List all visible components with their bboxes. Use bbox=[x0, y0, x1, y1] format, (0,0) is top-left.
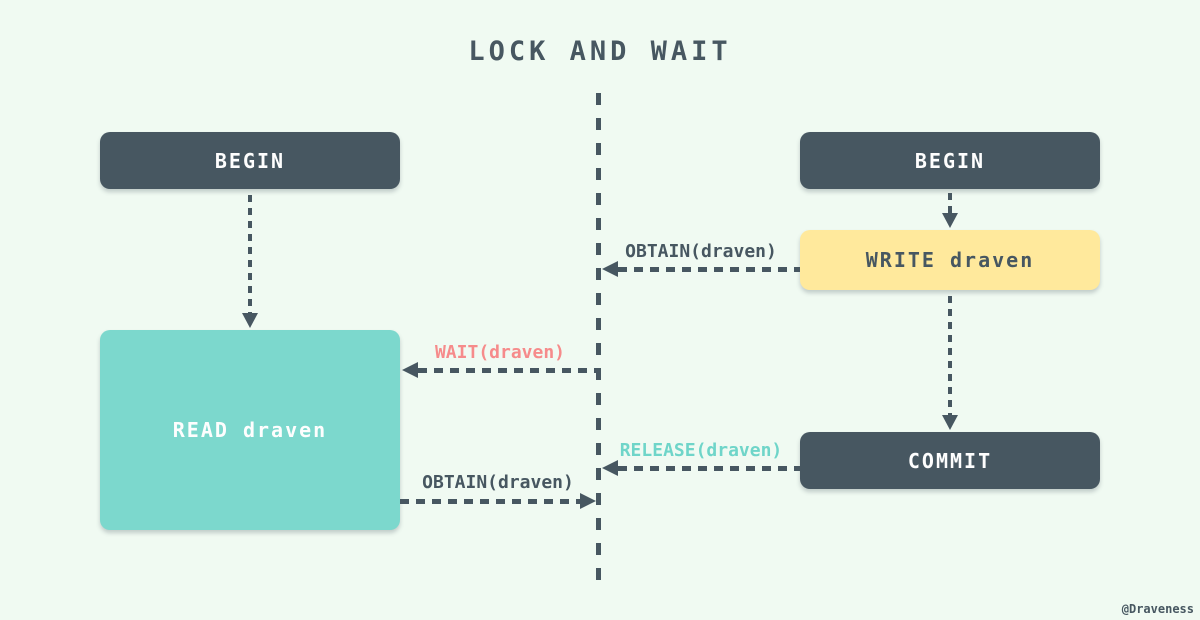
arrow-shaft bbox=[618, 266, 800, 272]
arrow-shaft bbox=[400, 498, 580, 504]
write-draven-label: WRITE draven bbox=[865, 248, 1035, 272]
arrowhead-right-icon bbox=[580, 493, 596, 509]
commit-label: COMMIT bbox=[907, 448, 993, 473]
begin-left-label: BEGIN bbox=[214, 148, 286, 173]
arrowhead-down-icon bbox=[242, 313, 258, 328]
arrow-begin-to-read bbox=[242, 195, 258, 328]
author-watermark: @Draveness bbox=[1121, 602, 1194, 616]
arrow-begin-to-write bbox=[942, 193, 958, 228]
begin-box-left: BEGIN bbox=[100, 132, 400, 189]
obtain-read-message-label: OBTAIN(draven) bbox=[422, 472, 574, 493]
arrow-shaft bbox=[248, 195, 252, 313]
begin-right-label: BEGIN bbox=[914, 148, 986, 173]
arrowhead-left-icon bbox=[602, 460, 618, 476]
arrow-wait-to-read bbox=[402, 362, 598, 378]
arrow-shaft bbox=[618, 465, 800, 471]
arrow-obtain-from-write bbox=[602, 261, 800, 277]
arrow-shaft bbox=[948, 296, 952, 415]
arrowhead-down-icon bbox=[942, 415, 958, 430]
commit-box: COMMIT bbox=[800, 432, 1100, 489]
read-draven-label: READ draven bbox=[172, 418, 328, 442]
begin-box-right: BEGIN bbox=[800, 132, 1100, 189]
arrow-release-from-commit bbox=[602, 460, 800, 476]
arrowhead-down-icon bbox=[942, 213, 958, 228]
obtain-write-message-label: OBTAIN(draven) bbox=[625, 241, 777, 262]
arrow-obtain-from-read bbox=[400, 493, 596, 509]
read-draven-box: READ draven bbox=[100, 330, 400, 530]
wait-message-label: WAIT(draven) bbox=[434, 342, 566, 363]
release-message-label: RELEASE(draven) bbox=[619, 440, 783, 461]
arrowhead-left-icon bbox=[402, 362, 418, 378]
arrow-shaft bbox=[418, 367, 598, 373]
arrowhead-left-icon bbox=[602, 261, 618, 277]
diagram-title: LOCK AND WAIT bbox=[468, 36, 732, 67]
lock-lifeline-divider bbox=[596, 93, 601, 585]
write-draven-box: WRITE draven bbox=[800, 230, 1100, 290]
arrow-write-to-commit bbox=[942, 296, 958, 430]
arrow-shaft bbox=[948, 193, 952, 213]
